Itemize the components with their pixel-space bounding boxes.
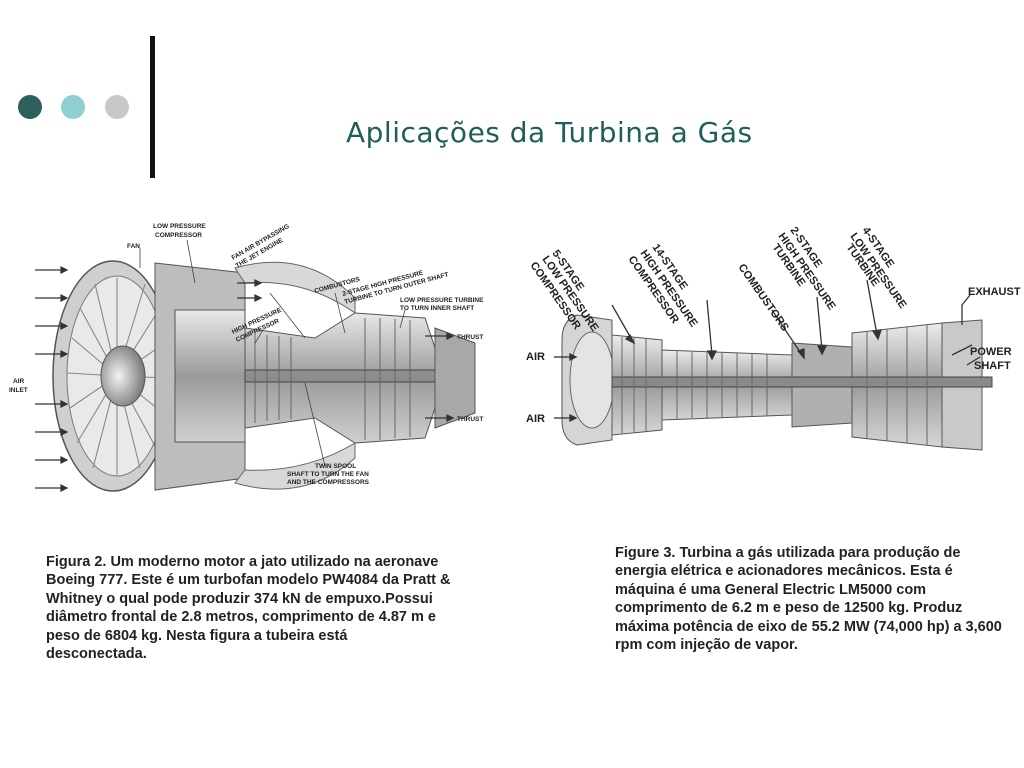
figure3-caption: Figure 3. Turbina a gás utilizada para p… (615, 545, 1002, 654)
combustors-label: COMBUSTORS (736, 262, 791, 334)
lp-turbine-label-1: LOW PRESSURE TURBINE (400, 297, 484, 304)
turbine-arrows (554, 279, 981, 423)
slide-title: Aplicações da Turbina a Gás (346, 116, 753, 149)
lp-turbine-label-2: TO TURN INNER SHAFT (400, 305, 474, 312)
twin-spool-label-1: TWIN SPOOL (315, 463, 356, 470)
lpc-label-1: LOW PRESSURE (153, 223, 206, 230)
turbofan-engine-figure: FAN LOW PRESSURE COMPRESSOR FAN AIR BYPA… (9, 223, 484, 492)
figure2-caption: Figura 2. Um moderno motor a jato utiliz… (46, 554, 451, 663)
industrial-gas-turbine-figure: 5-STAGE LOW PRESSURE COMPRESSOR 14-STAGE… (526, 225, 1021, 451)
air-inlet-arrows (35, 266, 455, 492)
thrust-lower-label: THRUST (457, 416, 483, 423)
turbine-body (561, 314, 993, 451)
title-divider-bar (150, 36, 155, 178)
decorative-dot-gray (105, 95, 129, 119)
twin-spool-label-3: AND THE COMPRESSORS (287, 479, 370, 486)
exhaust-label: EXHAUST (968, 286, 1021, 298)
air-lower-label: AIR (526, 413, 545, 425)
power-shaft-label-2: SHAFT (974, 360, 1011, 372)
decorative-dot-light (61, 95, 85, 119)
air-inlet-label-1: AIR (13, 378, 25, 385)
twin-spool-label-2: SHAFT TO TURN THE FAN (287, 471, 369, 478)
lpc-label-2: COMPRESSOR (155, 232, 202, 239)
air-upper-label: AIR (526, 351, 545, 363)
power-shaft-label-1: POWER (970, 346, 1012, 358)
fan-label: FAN (127, 243, 140, 250)
engine-core (154, 261, 476, 491)
thrust-upper-label: THRUST (457, 334, 483, 341)
fan-disc (52, 260, 174, 492)
decorative-dot-dark (18, 95, 42, 119)
air-inlet-label-2: INLET (9, 387, 28, 394)
